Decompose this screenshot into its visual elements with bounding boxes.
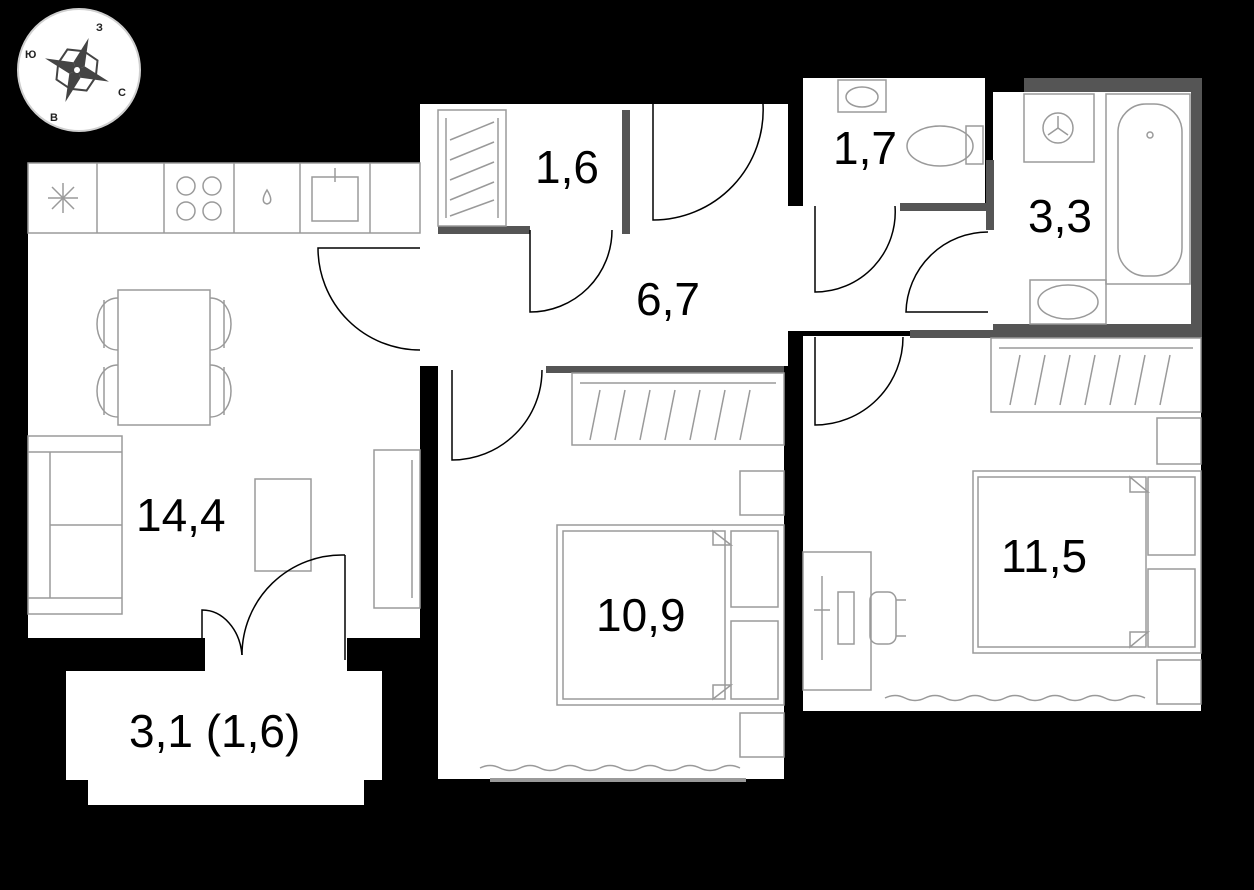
kitchen-counter [27, 162, 421, 234]
tv-stand [373, 449, 421, 609]
closet-door [529, 229, 613, 313]
window-bedroom1 [490, 778, 746, 782]
stove-icon [176, 176, 222, 221]
water-drop-icon [262, 188, 272, 205]
balcony-floor-bottom [88, 775, 364, 805]
compass-letter-south: Ю [25, 49, 36, 61]
sink-icon [311, 168, 359, 222]
area-label-balcony: 3,1 (1,6) [129, 705, 300, 757]
bath-fixtures [1023, 93, 1191, 325]
bed-bedroom1 [556, 524, 785, 706]
wc-door [814, 205, 896, 293]
dining-table [96, 289, 232, 426]
bathroom-door [905, 231, 989, 313]
wc-bottom-partition [900, 203, 990, 211]
nightstand-bedroom2-top [1156, 417, 1202, 465]
radiator-bedroom2 [884, 694, 1146, 702]
bed-bedroom2 [972, 470, 1202, 654]
hall-floor [420, 104, 788, 366]
nightstand-bedroom2-bottom [1156, 659, 1202, 705]
area-label-hall: 6,7 [636, 273, 700, 325]
bath-left-partition [986, 160, 994, 230]
compass-letter-west: З [96, 22, 103, 34]
area-label-bedroom1: 10,9 [596, 589, 686, 641]
fridge-icon [48, 183, 78, 213]
bedroom2-door [814, 336, 904, 426]
balcony-door-gap [205, 636, 347, 672]
wardrobe-bedroom1 [571, 372, 785, 446]
radiator-bedroom1 [479, 764, 741, 772]
bath-top-wall [1024, 78, 1202, 92]
compass-letter-east: В [50, 112, 58, 124]
closet-shelving [437, 109, 507, 227]
balcony-door-right [241, 554, 346, 660]
balcony-door-left [201, 609, 243, 660]
hall-floor-east [788, 206, 998, 331]
area-label-bedroom2: 11,5 [1001, 530, 1087, 582]
area-label-living: 14,4 [136, 489, 226, 541]
area-label-bath: 3,3 [1028, 190, 1092, 242]
doors [201, 103, 989, 660]
coffee-table [254, 478, 312, 572]
room-floors [28, 78, 1201, 805]
area-labels: 14,4 1,6 6,7 1,7 3,3 10,9 11,5 3,1 (1,6) [129, 122, 1092, 757]
bedroom2-top-partition [910, 330, 993, 338]
partitions [438, 78, 1202, 373]
entrance-door [317, 247, 421, 351]
bath-right-wall [1191, 78, 1202, 338]
bedroom1-top-partition [546, 366, 784, 373]
bath-bottom-partition [993, 324, 1201, 338]
compass-letter-north: С [118, 87, 126, 99]
wc-floor [803, 78, 985, 208]
compass: З Ю С В [17, 8, 141, 132]
bedroom1-floor [438, 366, 784, 779]
compass-rose-icon [45, 38, 109, 102]
closet-bottom-partition [438, 226, 530, 234]
wardrobe-bedroom2 [990, 337, 1202, 413]
wc-fixtures [837, 79, 984, 167]
bedroom2-floor [803, 336, 1201, 711]
area-label-closet: 1,6 [535, 141, 599, 193]
bedroom1-door [451, 369, 543, 461]
bathroom-floor [993, 92, 1191, 326]
closet-right-partition [622, 110, 630, 234]
hall-door [652, 103, 764, 221]
nightstand-bedroom1-bottom [739, 712, 785, 758]
sofa [27, 435, 123, 615]
desk-bedroom2 [802, 551, 906, 691]
area-label-wc: 1,7 [833, 122, 897, 174]
nightstand-bedroom1-top [739, 470, 785, 516]
balcony-floor-top [66, 671, 382, 780]
